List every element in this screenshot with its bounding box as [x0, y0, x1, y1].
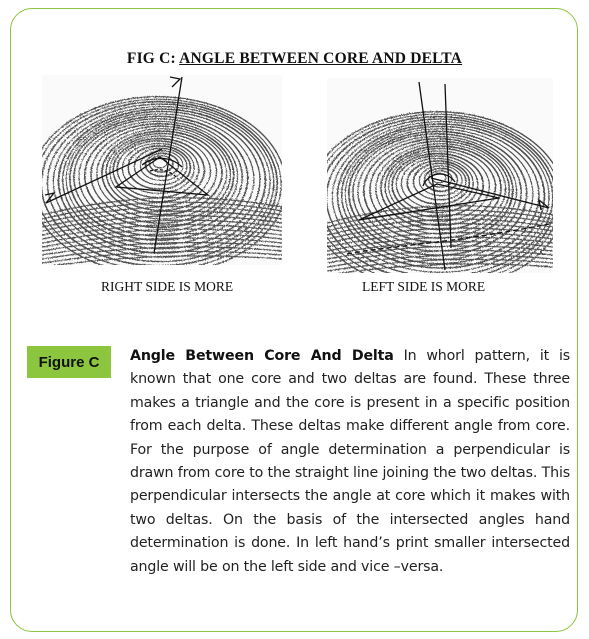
- ridge-line: [52, 255, 282, 265]
- ridge-line: [139, 150, 184, 182]
- fingerprint-right-drawing: [42, 76, 282, 265]
- ridge-line: [121, 142, 195, 194]
- ridge-line: [42, 98, 282, 265]
- ridge-line: [406, 160, 471, 205]
- ridge-line: [42, 210, 282, 228]
- ridge-line: [327, 258, 553, 272]
- ridge-line: [90, 125, 232, 224]
- ridge-line: [369, 140, 511, 239]
- fingerprint-left-drawing: [327, 81, 553, 273]
- ridge-line: [327, 115, 553, 273]
- ridge-line: [133, 147, 188, 186]
- ridge-line: [83, 122, 235, 229]
- ridge-line: [73, 118, 243, 237]
- figure-title-main: ANGLE BETWEEN CORE AND DELTA: [179, 50, 463, 67]
- ridge-line: [109, 135, 211, 207]
- ridge-line: [388, 150, 490, 222]
- figure-title: FIG C: ANGLE BETWEEN CORE AND DELTA: [0, 50, 589, 68]
- body-heading: Angle Between Core And Delta: [130, 348, 394, 364]
- ridge-line: [127, 145, 192, 190]
- ridge-line: [327, 113, 553, 273]
- ridge-line: [42, 197, 282, 216]
- ridge-line: [78, 120, 239, 233]
- ridge-line: [57, 108, 267, 254]
- ridge-line: [327, 249, 553, 264]
- ridge-line: [327, 205, 553, 224]
- ridge-line: [327, 254, 553, 268]
- ridge-line: [423, 167, 459, 193]
- ridge-line: [340, 125, 540, 265]
- ridge-line: [418, 165, 463, 197]
- ridge-line: [327, 240, 553, 256]
- ridge-line: [42, 100, 278, 265]
- ridge-line: [68, 115, 249, 242]
- ridge-line: [327, 209, 553, 228]
- ridge-line: [42, 241, 282, 256]
- ridge-line: [101, 130, 223, 216]
- ridge-line: [42, 250, 282, 264]
- ridge-line: [327, 111, 553, 273]
- caption-right: RIGHT SIDE IS MORE: [101, 279, 234, 294]
- ridge-line: [61, 110, 261, 250]
- ridge-line: [380, 145, 502, 231]
- ridge-line: [327, 227, 553, 244]
- ridge-line: [327, 218, 553, 236]
- ridge-line: [327, 223, 553, 240]
- ridge-line: [46, 103, 275, 263]
- ridge-line: [327, 118, 553, 273]
- ridge-line: [52, 105, 271, 258]
- ridge-line: [42, 246, 282, 260]
- ridge-line: [336, 263, 553, 273]
- figure-title-prefix: FIG C:: [126, 50, 180, 67]
- figure-badge: Figure C: [27, 346, 111, 378]
- ridge-line: [42, 206, 282, 224]
- body-text: In whorl pattern, it is known that one c…: [130, 348, 570, 575]
- fingerprint-image-right: [42, 75, 282, 265]
- ridge-line: [65, 113, 255, 246]
- body-paragraph: Angle Between Core And Delta In whorl pa…: [130, 345, 570, 579]
- caption-left: LEFT SIDE IS MORE: [362, 279, 486, 294]
- ridge-line: [42, 219, 282, 236]
- ridge-line: [412, 162, 467, 201]
- ridge-line: [42, 237, 282, 252]
- ridge-line: [336, 123, 546, 269]
- ridge-line: [327, 214, 553, 232]
- ridge-line: [96, 128, 228, 220]
- fingerprint-image-left: [327, 78, 553, 273]
- ridge-line: [384, 147, 497, 227]
- ridge-line: [42, 96, 282, 265]
- ridge-line: [42, 215, 282, 232]
- ridge-line: [42, 232, 282, 248]
- ridge-line: [42, 228, 282, 244]
- ridge-line: [331, 120, 550, 273]
- ridge-line: [112, 137, 206, 203]
- ridge-line: [327, 245, 553, 260]
- ridge-line: [375, 143, 507, 235]
- ridge-line: [42, 224, 282, 240]
